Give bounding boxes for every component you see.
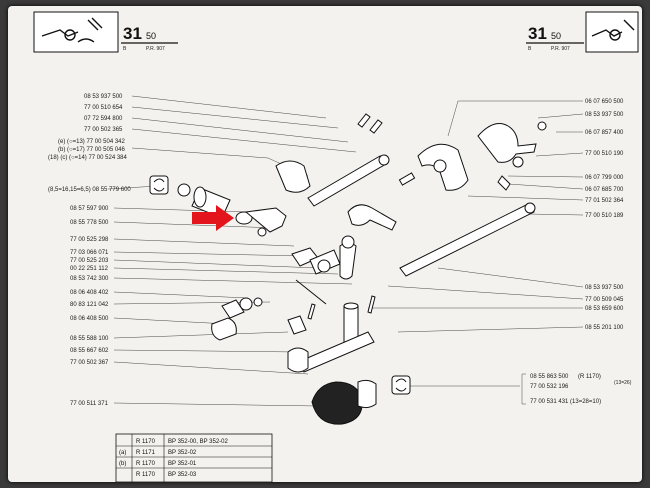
part-label: 07 72 594 800 [84, 116, 123, 122]
left-part-labels: 08 53 937 500 77 00 510 654 07 72 594 80… [48, 94, 131, 407]
exploded-view-drawing: 31 50 B P.R. 907 31 50 B P.R. 907 08 53 … [33, 11, 639, 482]
table-cell: R 1170 [136, 439, 156, 445]
part-label: 77 00 509 045 [585, 297, 624, 303]
part-label: 77 00 510 654 [84, 105, 123, 111]
part-label: 08 55 778 500 [70, 220, 109, 226]
header-left-decimal: 50 [146, 31, 156, 41]
gear-lever-lower [287, 295, 377, 425]
part-label: 08 55 863 500 [530, 374, 569, 380]
selector-lever [291, 235, 357, 305]
part-label: 08 53 937 500 [585, 112, 624, 118]
part-label: 77 00 525 298 [70, 237, 109, 243]
table-cell: R 1171 [136, 450, 156, 456]
part-label: 80 83 121 042 [70, 302, 109, 308]
sleeve-and-bushes [177, 183, 287, 237]
part-label: 00 22 251 112 [70, 266, 109, 272]
part-label: 77 01 502 364 [585, 198, 624, 204]
shift-rail-long [347, 202, 536, 277]
shift-fork-left [275, 160, 311, 193]
bottom-right-labels: 08 55 863 500 (R 1170) 77 00 532 196 (13… [521, 373, 632, 405]
table-cell: (a) [119, 450, 126, 456]
leader-lines-right [368, 100, 584, 387]
red-pointer-arrow [192, 205, 234, 231]
part-label: 77 00 510 189 [585, 213, 624, 219]
bracket-note: (13=26) [614, 380, 632, 386]
rings-and-nuts [211, 297, 316, 341]
header-right: 31 50 B P.R. 907 [526, 11, 639, 53]
gear-shift-icon [41, 17, 103, 43]
leader-lines-left [107, 95, 357, 407]
table-cell: R 1170 [136, 461, 156, 467]
part-label: 77 00 511 371 [70, 401, 109, 407]
table-cell: BP 352-02 [168, 450, 197, 456]
header-right-number: 31 [528, 24, 547, 43]
model-table: R 1170 BP 352-00, BP 352-02 (a) R 1171 B… [115, 433, 273, 482]
part-label-ref: (R 1170) [578, 374, 601, 380]
part-label: (e) (○=13) 77 00 504 342 [58, 139, 125, 145]
part-label: 08 55 201 100 [585, 325, 624, 331]
part-label: 08 55 588 100 [70, 336, 109, 342]
part-label: (b) (○=17) 77 00 505 046 [58, 147, 125, 153]
gear-shift-icon [591, 19, 635, 41]
part-label: 06 07 857 400 [585, 130, 624, 136]
part-label: 06 07 685 700 [585, 187, 624, 193]
table-cell: R 1170 [136, 472, 156, 478]
part-label: 77 00 531 431 (13=28=10) [530, 399, 601, 405]
part-label: (18) (c) (○=14) 77 00 524 384 [48, 155, 127, 161]
part-label: 08 06 408 402 [70, 290, 109, 296]
header-left: 31 50 B P.R. 907 [33, 11, 178, 53]
detail-inset-right [391, 375, 411, 395]
header-left-letter: B [123, 46, 127, 52]
header-left-ref: P.R. 907 [146, 46, 165, 52]
table-cell: (b) [119, 461, 126, 467]
part-label: 08 57 597 900 [70, 206, 109, 212]
catalog-page: 31 50 B P.R. 907 31 50 B P.R. 907 08 53 … [8, 6, 642, 482]
part-label: 08 53 937 500 [585, 285, 624, 291]
part-label: 77 00 502 367 [70, 360, 109, 366]
part-label: 77 00 510 190 [585, 151, 624, 157]
part-label: 77 00 525 203 [70, 258, 109, 264]
part-label: 08 53 937 500 [84, 94, 123, 100]
header-left-number: 31 [123, 24, 142, 43]
header-right-decimal: 50 [551, 31, 561, 41]
part-label: 77 00 532 196 [530, 384, 569, 390]
table-cell: BP 352-03 [168, 472, 197, 478]
header-right-letter: B [528, 46, 532, 52]
part-label: 77 00 502 365 [84, 127, 123, 133]
part-label: 06 07 650 500 [585, 99, 624, 105]
table-cell: BP 352-01 [168, 461, 197, 467]
right-part-labels: 06 07 650 500 08 53 937 500 06 07 857 40… [585, 99, 624, 331]
header-right-ref: P.R. 907 [551, 46, 570, 52]
part-label: 08 53 659 600 [585, 306, 624, 312]
part-label: 08 06 408 500 [70, 316, 109, 322]
gear-lever-boot [311, 381, 363, 425]
table-cell: BP 352-00, BP 352-02 [168, 439, 228, 445]
shift-rail-upper [275, 113, 416, 207]
part-label: 06 07 799 000 [585, 175, 624, 181]
part-label: 77 03 066 071 [70, 250, 109, 256]
shift-fork-right [417, 121, 547, 191]
detail-inset-left [149, 175, 169, 195]
part-label: 08 53 742 300 [70, 276, 109, 282]
part-label: 08 55 667 602 [70, 348, 109, 354]
part-label: (8,5=16,15=6,5) 08 55 779 600 [48, 187, 131, 193]
header-left-icon-box [33, 11, 119, 53]
header-right-icon-box [585, 11, 639, 53]
